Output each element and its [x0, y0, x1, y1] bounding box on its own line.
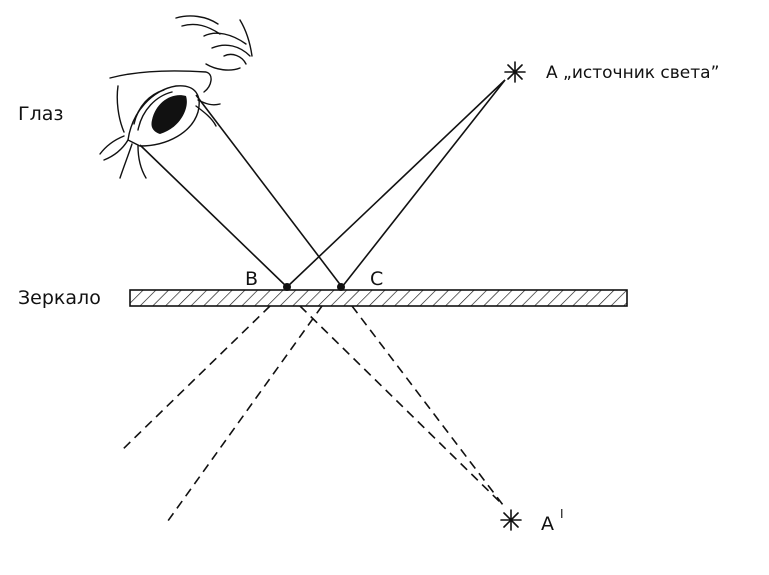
source-star-icon [504, 61, 526, 83]
ray-source-to-b [286, 79, 506, 288]
virtual-ray-c-extension [164, 305, 323, 526]
virtual-ray-b-to-image [299, 305, 504, 506]
image-prime-label: I [560, 507, 564, 521]
image-label: А [541, 513, 554, 535]
ray-b-to-eye [139, 144, 288, 288]
point-c-label: C [370, 268, 383, 290]
pupil [151, 95, 187, 134]
mirror-surface [129, 289, 628, 307]
image-star-icon [500, 509, 522, 531]
virtual-ray-c-to-image [351, 305, 504, 506]
source-label: А „источник света” [546, 63, 719, 83]
eye-label: Глаз [18, 103, 63, 125]
eye-icon [99, 15, 253, 179]
ray-source-to-c [341, 79, 506, 288]
ray-c-to-eye [195, 94, 343, 288]
point-b-label: B [245, 268, 258, 290]
point-c-dot [337, 283, 345, 291]
virtual-ray-b-extension [119, 305, 271, 453]
mirror-label: Зеркало [18, 287, 101, 309]
point-b-dot [283, 283, 291, 291]
